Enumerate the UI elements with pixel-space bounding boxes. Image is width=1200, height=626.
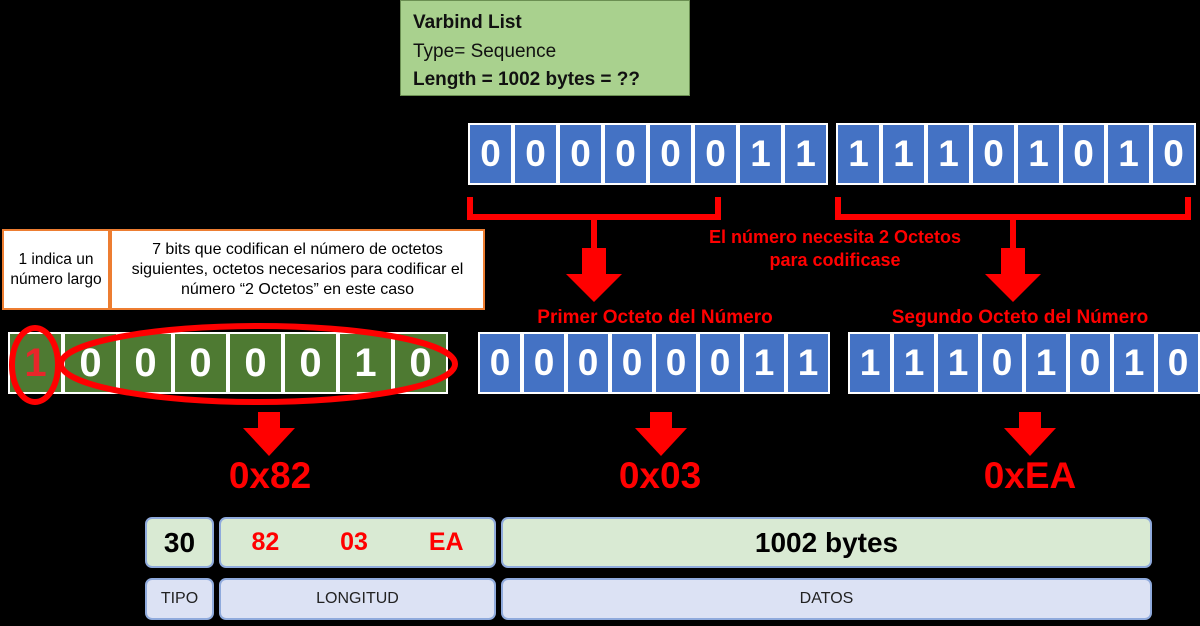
bit-cell: 0 xyxy=(522,332,566,394)
second-number-octet-bits: 1 1 1 0 1 0 1 0 xyxy=(848,332,1200,394)
first-number-octet-bits: 0 0 0 0 0 0 1 1 xyxy=(478,332,830,394)
varbind-type: Type= Sequence xyxy=(413,40,557,62)
tlv-length-value-cell: 82 03 EA xyxy=(219,517,496,568)
arrow-down-second-octet-icon xyxy=(985,248,1041,302)
arrow-down-to-hex82-icon xyxy=(243,412,295,456)
bit-cell: 0 xyxy=(971,123,1016,185)
tlv-type-value: 30 xyxy=(163,526,196,558)
bit-cell: 0 xyxy=(603,123,648,185)
tlv-length-name-cell: LONGITUD xyxy=(219,578,496,620)
bit-cell: 0 xyxy=(1156,332,1200,394)
bit-cell: 1 xyxy=(848,332,892,394)
bit-cell: 0 xyxy=(393,332,448,394)
bit-cell: 0 xyxy=(478,332,522,394)
brace-first-octet-icon xyxy=(467,197,721,253)
bit-cell: 0 xyxy=(513,123,558,185)
bit-cell: 0 xyxy=(1068,332,1112,394)
bit-cell: 1 xyxy=(926,123,971,185)
bit-cell: 1 xyxy=(783,123,828,185)
hex-first-octet: 0x03 xyxy=(618,455,702,496)
bit-cell: 0 xyxy=(698,332,742,394)
first-octet-label: Primer Octeto del Número xyxy=(537,307,773,328)
bit-cell: 0 xyxy=(654,332,698,394)
length-octet-bits: 1 0 0 0 0 0 1 0 xyxy=(8,332,448,394)
bit-cell: 0 xyxy=(558,123,603,185)
bit-cell: 1 xyxy=(1106,123,1151,185)
tlv-data-value-cell: 1002 bytes xyxy=(501,517,1152,568)
bit-cell: 1 xyxy=(881,123,926,185)
bit-cell: 0 xyxy=(693,123,738,185)
bit-cell: 1 xyxy=(892,332,936,394)
bit-cell: 0 xyxy=(118,332,173,394)
bit-cell: 0 xyxy=(173,332,228,394)
bit-cell-flag: 1 xyxy=(8,332,63,394)
second-octet-label: Segundo Octeto del Número xyxy=(891,307,1149,328)
tlv-length-byte: 82 xyxy=(251,528,280,556)
bit-cell: 0 xyxy=(468,123,513,185)
bit-cell: 1 xyxy=(738,123,783,185)
tlv-type-name: TIPO xyxy=(160,590,199,607)
tlv-data-value: 1002 bytes xyxy=(754,526,899,558)
bit-cell: 0 xyxy=(228,332,283,394)
varbind-length: Length = 1002 bytes = ?? xyxy=(413,69,641,91)
bit-cell: 1 xyxy=(936,332,980,394)
hex-length-flag: 0x82 xyxy=(228,455,312,496)
arrow-down-to-hex03-icon xyxy=(635,412,687,456)
top-first-octet-bits: 0 0 0 0 0 0 1 1 xyxy=(468,123,828,185)
tlv-length-byte: 03 xyxy=(340,528,368,556)
bit-cell: 1 xyxy=(742,332,786,394)
tlv-data-name: DATOS xyxy=(799,590,854,607)
bit-cell: 0 xyxy=(1061,123,1106,185)
arrow-down-first-octet-icon xyxy=(566,248,622,302)
tlv-length-name: LONGITUD xyxy=(316,590,399,607)
bit-cell: 0 xyxy=(980,332,1024,394)
varbind-title: Varbind List xyxy=(413,11,522,33)
needs-two-octets-label: El número necesita 2 Octetos para codifi… xyxy=(708,227,962,271)
tlv-type-name-cell: TIPO xyxy=(145,578,214,620)
length-bits-note: 7 bits que codifican el número de octeto… xyxy=(110,229,485,310)
varbind-info-box: Varbind List Type= Sequence Length = 100… xyxy=(400,0,690,96)
bit-cell: 1 xyxy=(836,123,881,185)
bit-cell: 0 xyxy=(648,123,693,185)
bit-cell: 0 xyxy=(283,332,338,394)
bit-cell: 0 xyxy=(63,332,118,394)
hex-second-octet: 0xEA xyxy=(983,455,1077,496)
tlv-length-byte: EA xyxy=(428,528,464,556)
tlv-data-name-cell: DATOS xyxy=(501,578,1152,620)
bit-cell: 1 xyxy=(1112,332,1156,394)
tlv-value-row: 30 82 03 EA 1002 bytes xyxy=(0,517,1200,568)
bit-cell: 1 xyxy=(338,332,393,394)
top-second-octet-bits: 1 1 1 0 1 0 1 0 xyxy=(836,123,1196,185)
bit-cell: 1 xyxy=(1024,332,1068,394)
bit-cell: 0 xyxy=(610,332,654,394)
bit-cell: 1 xyxy=(786,332,830,394)
bit-cell: 1 xyxy=(1016,123,1061,185)
tlv-type-value-cell: 30 xyxy=(145,517,214,568)
bit-cell: 0 xyxy=(566,332,610,394)
tlv-name-row: TIPO LONGITUD DATOS xyxy=(0,578,1200,620)
bit-cell: 0 xyxy=(1151,123,1196,185)
long-form-flag-note: 1 indica un número largo xyxy=(2,229,110,310)
arrow-down-to-hexea-icon xyxy=(1004,412,1056,456)
